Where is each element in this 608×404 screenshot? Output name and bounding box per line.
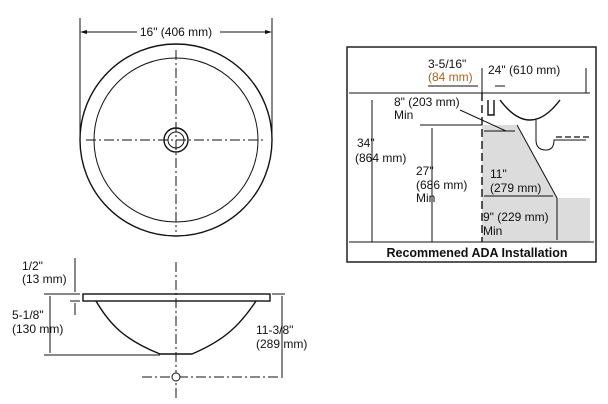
svg-text:Min: Min <box>483 224 502 238</box>
bowl-depth-label: 5-1/8" <box>12 308 44 322</box>
ada-installation-panel: 3-5/16" (84 mm) 24" (610 mm) 8" (203 mm)… <box>346 46 597 263</box>
counter-height-label: 34" <box>357 136 375 150</box>
svg-text:(130 mm): (130 mm) <box>12 322 63 336</box>
sink-bowl-profile <box>95 300 257 355</box>
drain-height-label: 11-3/8" <box>256 323 293 337</box>
clearance-zone <box>482 125 590 242</box>
top-view: 16" (406 mm) <box>79 18 273 237</box>
svg-text:(289 mm): (289 mm) <box>256 337 307 351</box>
svg-text:Min: Min <box>394 108 413 122</box>
rim-thickness-label: 1/2" <box>22 259 43 273</box>
svg-text:(864 mm): (864 mm) <box>355 151 406 165</box>
panel-caption: Recommened ADA Installation <box>386 246 567 260</box>
top-diameter-label: 16" (406 mm) <box>140 25 212 39</box>
svg-text:(13 mm): (13 mm) <box>22 272 67 286</box>
counter-width-label: 24" (610 mm) <box>488 63 560 77</box>
toe-depth-label: 11" <box>490 167 507 181</box>
svg-text:Min: Min <box>416 191 435 205</box>
p-trap <box>535 120 586 151</box>
svg-text:(279 mm): (279 mm) <box>490 181 541 195</box>
sink-rim-outline <box>79 43 273 237</box>
svg-text:(686 mm): (686 mm) <box>416 178 467 192</box>
sink-offset-label: 3-5/16" <box>428 57 466 71</box>
knee-depth-label: 8" (203 mm) <box>394 95 460 109</box>
svg-text:(84 mm): (84 mm) <box>428 70 473 84</box>
toe-height-label: 9" (229 mm) <box>483 210 549 224</box>
knee-height-label: 27" <box>416 164 434 178</box>
sink-section <box>487 99 561 121</box>
side-view: 1/2" (13 mm) 5-1/8" (130 mm) 11-3/8" (28… <box>12 258 307 398</box>
